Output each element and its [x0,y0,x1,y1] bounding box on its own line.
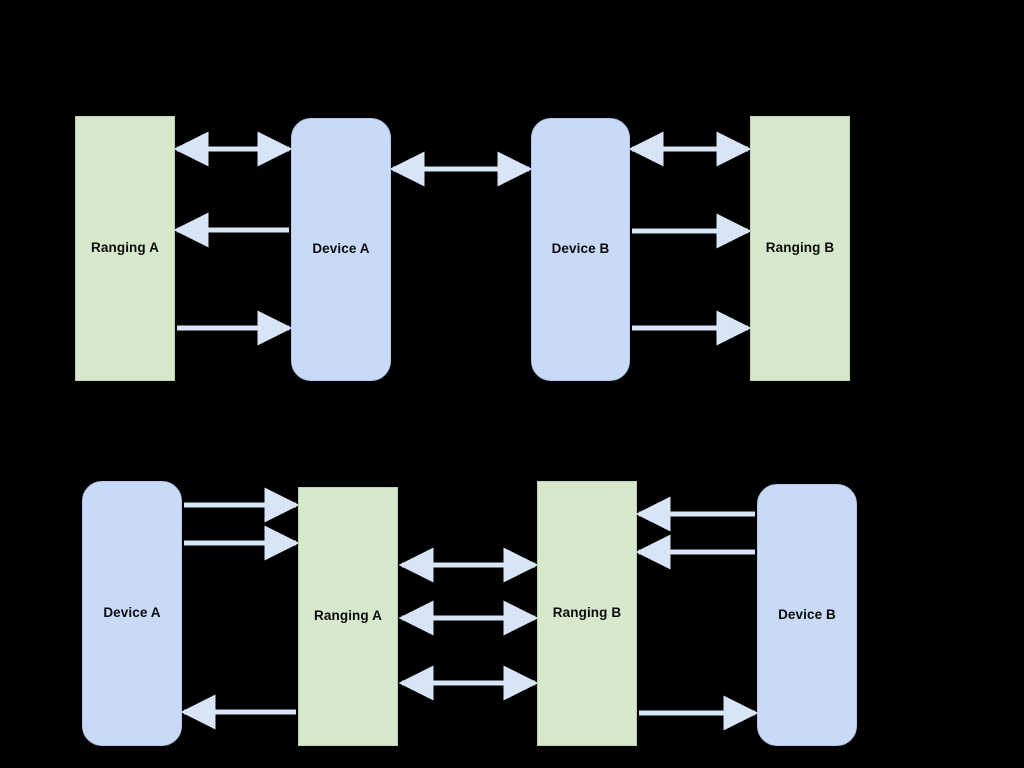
node-label: Device B [551,241,610,257]
node-bot-ranging-a[interactable]: Ranging A [298,487,398,746]
node-label: Ranging B [552,605,622,621]
node-label: Device A [103,605,161,621]
node-bot-ranging-b[interactable]: Ranging B [537,481,637,746]
node-label: Device B [778,606,836,622]
node-label: Ranging A [91,240,159,256]
node-label: Ranging B [765,240,835,256]
node-top-device-b[interactable]: Device B [531,118,630,381]
node-top-device-a[interactable]: Device A [291,118,391,381]
node-bot-device-a[interactable]: Device A [82,481,182,746]
node-top-ranging-a[interactable]: Ranging A [75,116,175,381]
node-label: Device A [312,241,370,257]
node-top-ranging-b[interactable]: Ranging B [750,116,850,381]
node-label: Ranging A [314,608,382,624]
node-bot-device-b[interactable]: Device B [757,484,857,746]
